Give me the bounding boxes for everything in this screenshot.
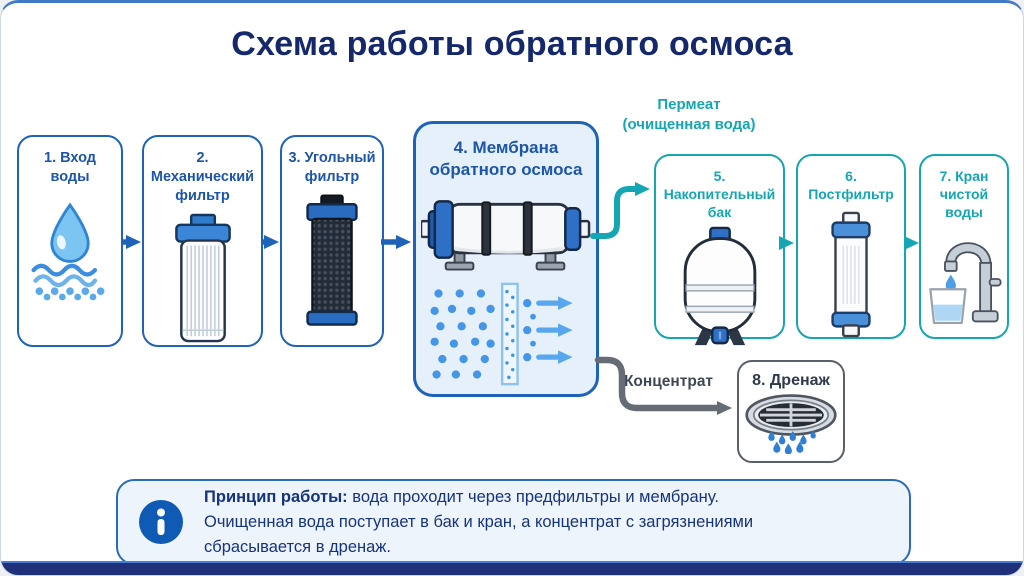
- water-drop-icon: [31, 202, 105, 301]
- step-label-ro-membrane: 4. Мембрана обратного осмоса: [429, 138, 583, 179]
- arrow-permeate-step4-step5: [590, 182, 650, 239]
- step-box-drain: 8. Дренаж: [737, 360, 845, 463]
- concentrate-label: Концентрат: [623, 373, 714, 390]
- membrane-filtration-diagram-icon: [430, 282, 573, 386]
- storage-tank-icon: [683, 226, 756, 346]
- ro-membrane-icon: [421, 200, 591, 271]
- step-label-water-inlet: 1. Вход воды: [44, 150, 96, 185]
- info-text: Принцип работы: вода проходит через пред…: [204, 485, 753, 560]
- step-label-mechanical-filter: 2. Механический фильтр: [150, 150, 255, 204]
- step-box-storage-tank: 5. Накопительный бак: [654, 154, 785, 346]
- step-label-carbon-filter: 3. Угольный фильтр: [288, 150, 376, 185]
- step-box-postfilter: 6. Постфильтр: [796, 154, 906, 339]
- faucet-glass-icon: [929, 242, 1002, 325]
- footer-bar: [1, 561, 1023, 575]
- info-icon: [138, 499, 184, 545]
- step-box-mechanical-filter: 2. Механический фильтр: [142, 135, 263, 347]
- info-lead: Принцип работы:: [204, 487, 348, 506]
- mechanical-filter-icon: [174, 213, 231, 343]
- info-box: Принцип работы: вода проходит через пред…: [116, 479, 911, 565]
- carbon-filter-icon: [306, 194, 358, 326]
- info-line2: Очищенная вода поступает в бак и кран, а…: [204, 512, 754, 531]
- drain-grate-icon: [745, 394, 837, 454]
- step-label-postfilter: 6. Постфильтр: [808, 168, 894, 202]
- step-box-ro-membrane: 4. Мембрана обратного осмоса: [413, 121, 599, 397]
- permeate-label: Пермеат (очищенная вода): [604, 95, 774, 135]
- step-box-water-inlet: 1. Вход воды: [17, 135, 123, 347]
- postfilter-icon: [831, 211, 871, 338]
- info-line3: сбрасывается в дренаж.: [204, 537, 391, 556]
- step-label-storage-tank: 5. Накопительный бак: [663, 168, 776, 220]
- step-box-carbon-filter: 3. Угольный фильтр: [280, 135, 384, 347]
- step-box-clean-water-tap: 7. Кран чистой воды: [919, 154, 1009, 339]
- permeate-line1: Пермеат: [657, 96, 721, 113]
- page-title: Схема работы обратного осмоса: [231, 25, 793, 63]
- step-label-drain: 8. Дренаж: [752, 372, 830, 389]
- permeate-line2: (очищенная вода): [622, 116, 756, 133]
- info-line1: вода проходит через предфильтры и мембра…: [347, 487, 719, 506]
- step-label-clean-water-tap: 7. Кран чистой воды: [939, 168, 989, 220]
